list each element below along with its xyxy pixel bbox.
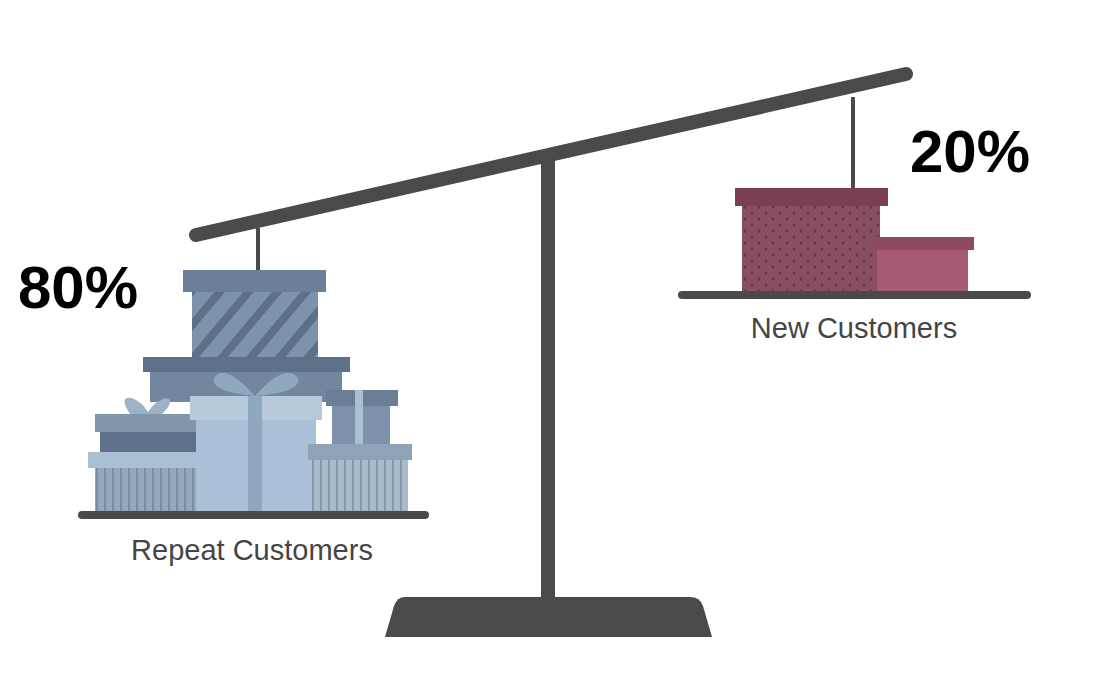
hanger xyxy=(851,97,855,190)
scale-post xyxy=(541,155,555,600)
percentage-value: 20% xyxy=(910,122,1030,182)
group-label: Repeat Customers xyxy=(131,536,373,565)
hanger xyxy=(256,228,260,272)
platform xyxy=(682,291,1027,299)
group-label: New Customers xyxy=(751,314,957,343)
gift-stack xyxy=(735,188,974,291)
scale-base xyxy=(385,597,712,637)
percentage-value: 80% xyxy=(18,258,138,318)
platform xyxy=(82,511,425,519)
